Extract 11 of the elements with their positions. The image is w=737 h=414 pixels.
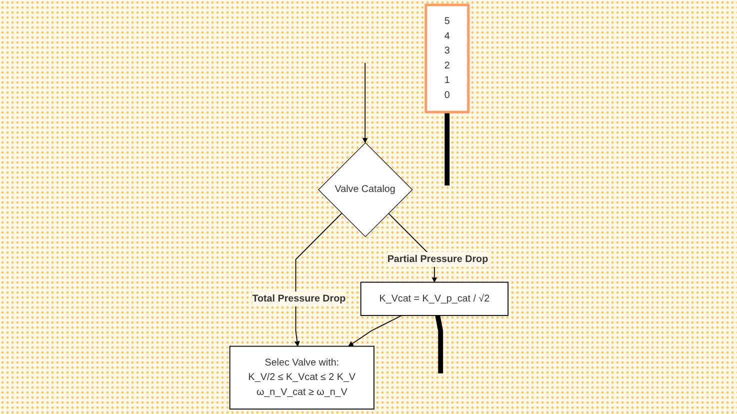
arrow [348, 315, 402, 347]
node-diamond: Valve Catalog [318, 142, 412, 238]
connector [444, 112, 450, 186]
node-box: K_Vcat = K_V_p_cat / √2 [360, 282, 508, 316]
edge-label: Partial Pressure Drop [386, 254, 488, 264]
edge-label: Total Pressure Drop [252, 293, 346, 304]
arrow [294, 212, 342, 347]
connector [434, 315, 443, 374]
node-box: Selec Valve with: K_V/2 ≤ K_Vcat ≤ 2 K_V ω_n_V_cat ≥ ω_n_V [228, 346, 374, 410]
arrow [362, 62, 368, 144]
node-box: 5 4 3 2 1 0 [424, 4, 470, 114]
